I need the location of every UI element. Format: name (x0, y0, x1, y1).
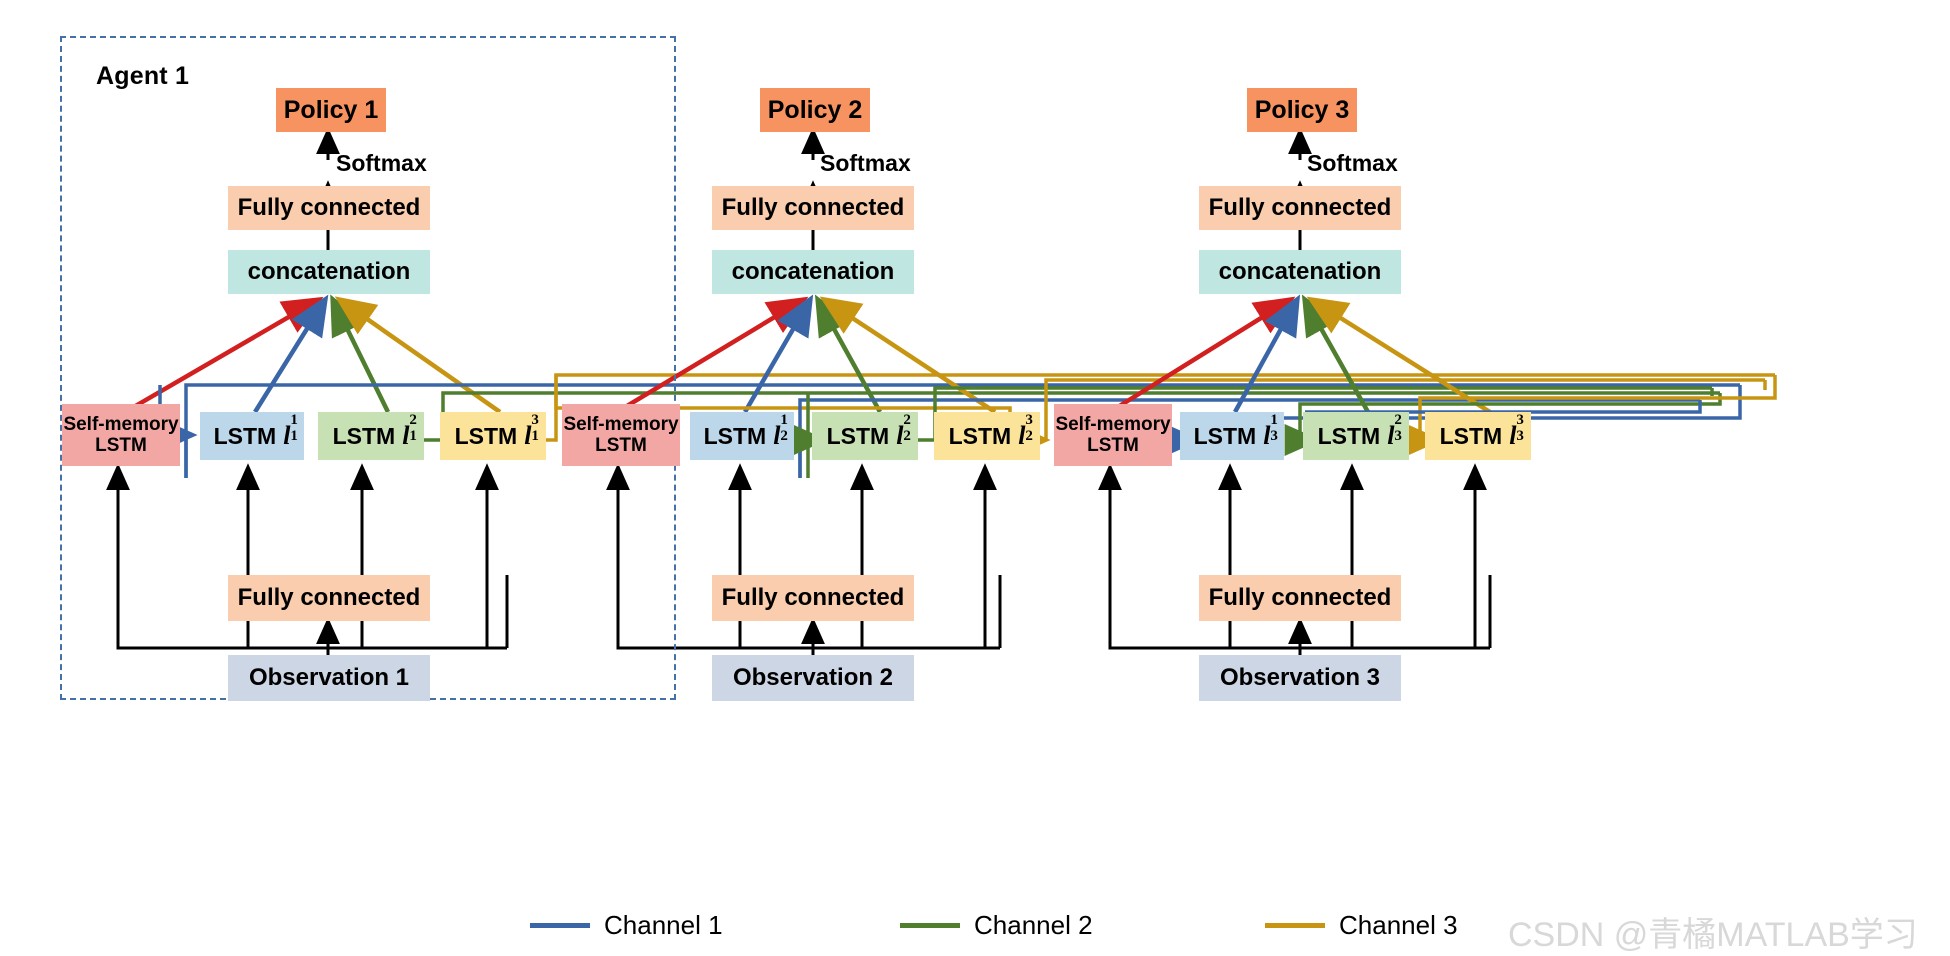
agent2-lstm2-superscript: 2 (903, 412, 911, 429)
agent2-lstm1-symbol: l (773, 421, 781, 451)
legend-item-channel-2: Channel 2 (900, 910, 1093, 941)
agent3-lstm3-subscript: 3 (1516, 427, 1524, 444)
channel-2-label: Channel 2 (974, 910, 1093, 940)
agent2-self-memory-lstm[interactable]: Self-memory LSTM (562, 404, 680, 466)
agent2-observation-box[interactable]: Observation 2 (712, 655, 914, 701)
agent2-lstm2-prefix: LSTM (826, 423, 890, 450)
agent2-lstm3-superscript: 3 (1025, 412, 1033, 429)
agent1-policy-box[interactable]: Policy 1 (276, 88, 386, 132)
agent1-lstm3-symbol: l (524, 421, 532, 451)
agent1-lstm3-subscript: 1 (531, 427, 539, 444)
agent3-fully-connected-top[interactable]: Fully connected (1199, 186, 1401, 230)
agent3-lstm2-symbol: l (1387, 421, 1395, 451)
agent3-lstm3-symbol: l (1509, 421, 1517, 451)
agent2-self-memory-line1: Self-memory (563, 413, 679, 435)
agent1-lstm2-prefix: LSTM (332, 423, 396, 450)
agent1-lstm3-superscript: 3 (531, 412, 539, 429)
agent2-self-memory-line2: LSTM (595, 435, 647, 456)
agent1-self-memory-line1: Self-memory (63, 413, 179, 435)
channel-3-swatch (1265, 923, 1325, 928)
agent2-lstm3-symbol: l (1018, 421, 1026, 451)
agent3-lstm2-prefix: LSTM (1317, 423, 1381, 450)
agent3-self-memory-lstm[interactable]: Self-memory LSTM (1054, 404, 1172, 466)
agent1-softmax-label: Softmax (336, 150, 427, 176)
agent3-lstm3-prefix: LSTM (1439, 423, 1503, 450)
agent1-concatenation-box[interactable]: concatenation (228, 250, 430, 294)
agent2-lstm3-prefix: LSTM (948, 423, 1012, 450)
agent-1-title: Agent 1 (96, 62, 190, 90)
channel-1-label: Channel 1 (604, 910, 723, 940)
agent3-observation-box[interactable]: Observation 3 (1199, 655, 1401, 701)
agent3-lstm2-subscript: 3 (1394, 427, 1402, 444)
agent2-concatenation-box[interactable]: concatenation (712, 250, 914, 294)
agent3-lstm1-prefix: LSTM (1193, 423, 1257, 450)
agent1-self-memory-lstm[interactable]: Self-memory LSTM (62, 404, 180, 466)
agent2-softmax-label: Softmax (820, 150, 911, 176)
csdn-watermark: CSDN @青橘MATLAB学习 (1508, 916, 1918, 954)
channel-3-label: Channel 3 (1339, 910, 1458, 940)
agent3-fully-connected-bottom[interactable]: Fully connected (1199, 575, 1401, 621)
agent1-lstm1-prefix: LSTM (213, 423, 277, 450)
agent1-lstm1-superscript: 1 (290, 412, 298, 429)
agent1-lstm2-subscript: 1 (409, 427, 417, 444)
agent1-observation-box[interactable]: Observation 1 (228, 655, 430, 701)
agent3-self-memory-line1: Self-memory (1055, 413, 1171, 435)
legend-item-channel-3: Channel 3 (1265, 910, 1458, 941)
agent2-lstm3-subscript: 2 (1025, 427, 1033, 444)
agent2-lstm2-subscript: 2 (903, 427, 911, 444)
agent2-lstm1-prefix: LSTM (703, 423, 767, 450)
agent2-lstm2-symbol: l (896, 421, 904, 451)
agent1-fully-connected-bottom[interactable]: Fully connected (228, 575, 430, 621)
agent3-policy-box[interactable]: Policy 3 (1247, 88, 1357, 132)
agent3-lstm3-superscript: 3 (1516, 412, 1524, 429)
agent3-lstm1-superscript: 1 (1270, 412, 1278, 429)
agent1-lstm2-superscript: 2 (409, 412, 417, 429)
agent3-lstm1-symbol: l (1263, 421, 1271, 451)
legend-item-channel-1: Channel 1 (530, 910, 723, 941)
agent2-policy-box[interactable]: Policy 2 (760, 88, 870, 132)
agent3-softmax-label: Softmax (1307, 150, 1398, 176)
agent1-self-memory-line2: LSTM (95, 435, 147, 456)
channel-2-swatch (900, 923, 960, 928)
agent3-self-memory-line2: LSTM (1087, 435, 1139, 456)
agent2-lstm1-superscript: 1 (780, 412, 788, 429)
agent1-lstm1-subscript: 1 (290, 427, 298, 444)
agent2-fully-connected-top[interactable]: Fully connected (712, 186, 914, 230)
agent2-fully-connected-bottom[interactable]: Fully connected (712, 575, 914, 621)
agent2-lstm1-subscript: 2 (780, 427, 788, 444)
channel-1-swatch (530, 923, 590, 928)
agent1-lstm3-prefix: LSTM (454, 423, 518, 450)
agent1-lstm2-symbol: l (402, 421, 410, 451)
agent3-lstm2-superscript: 2 (1394, 412, 1402, 429)
agent3-lstm1-subscript: 3 (1270, 427, 1278, 444)
agent1-fully-connected-top[interactable]: Fully connected (228, 186, 430, 230)
agent3-concatenation-box[interactable]: concatenation (1199, 250, 1401, 294)
agent1-lstm1-symbol: l (283, 421, 291, 451)
